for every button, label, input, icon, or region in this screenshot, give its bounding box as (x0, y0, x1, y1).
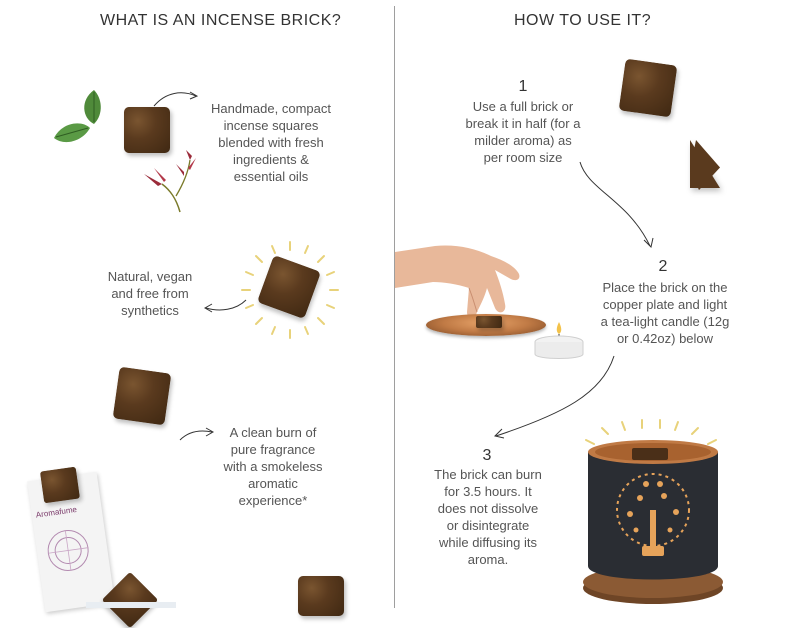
description-clean-burn: A clean burn of pure fragrance with a sm… (223, 425, 323, 508)
incense-brick (124, 107, 170, 153)
incense-brick (39, 466, 81, 504)
step-1-number: 1 (518, 78, 528, 95)
incense-brick (298, 576, 344, 616)
tealight-icon (534, 322, 584, 359)
incense-brick (476, 316, 502, 328)
step-3-text: The brick can burn for 3.5 hours. It doe… (434, 467, 542, 567)
column-divider (394, 6, 395, 608)
arrow-icon (179, 427, 215, 441)
packet-brand: Aromafume (35, 504, 78, 520)
hand-icon (395, 245, 520, 318)
right-heading: HOW TO USE IT? (514, 12, 652, 29)
step-2-number: 2 (658, 258, 668, 275)
diffuser-icon (583, 440, 723, 604)
glow-rays-icon (585, 419, 717, 445)
packet-edge (86, 602, 176, 608)
step-3-number: 3 (482, 447, 492, 464)
flower-icon (144, 150, 196, 213)
left-heading: WHAT IS AN INCENSE BRICK? (100, 12, 342, 29)
glow-rays-icon (241, 241, 339, 339)
incense-brick (112, 366, 172, 426)
arrow-icon (153, 91, 199, 107)
description-natural: Natural, vegan and free from synthetics (107, 269, 193, 318)
mint-leaf-icon (54, 90, 101, 143)
arrow-icon (494, 355, 615, 439)
description-handmade: Handmade, compact incense squares blende… (211, 101, 331, 184)
mandala-icon (47, 529, 89, 571)
step-1-text: Use a full brick or break it in half (fo… (465, 99, 581, 165)
step-2-text: Place the brick on the copper plate and … (600, 280, 730, 346)
incense-brick (618, 58, 678, 118)
product-packet: Aromafume (27, 466, 115, 613)
arrow-icon (203, 299, 247, 313)
arrow-icon (579, 161, 654, 248)
